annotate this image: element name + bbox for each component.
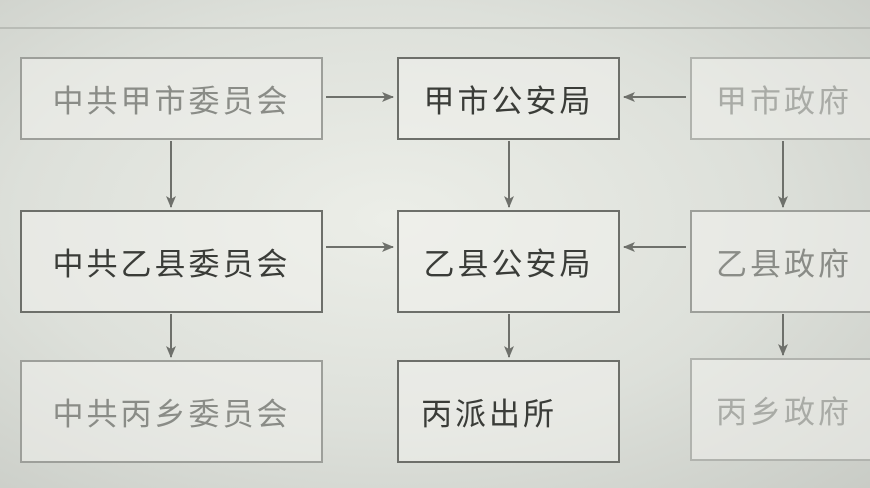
node-jia-public-security-bureau: 甲市公安局: [397, 57, 620, 140]
node-label: 中共甲市委员会: [52, 84, 291, 120]
node-bing-party-committee: 中共丙乡委员会: [20, 360, 323, 463]
node-label: 甲市政府: [716, 84, 852, 120]
node-yi-public-security-bureau: 乙县公安局: [397, 210, 620, 313]
node-label: 乙县公安局: [423, 247, 594, 283]
top-divider: [0, 27, 870, 29]
node-bing-government: 丙乡政府: [690, 358, 870, 461]
node-label: 中共丙乡委员会: [52, 397, 291, 433]
node-label: 中共乙县委员会: [52, 247, 291, 283]
node-label: 乙县政府: [716, 247, 852, 283]
node-bing-police-station: 丙派出所: [397, 360, 620, 463]
node-jia-party-committee: 中共甲市委员会: [20, 57, 323, 140]
node-yi-government: 乙县政府: [690, 210, 870, 313]
node-yi-party-committee: 中共乙县委员会: [20, 210, 323, 313]
node-jia-government: 甲市政府: [690, 57, 870, 140]
node-label: 丙乡政府: [716, 395, 852, 431]
node-label: 甲市公安局: [423, 84, 594, 120]
node-label: 丙派出所: [421, 397, 557, 433]
